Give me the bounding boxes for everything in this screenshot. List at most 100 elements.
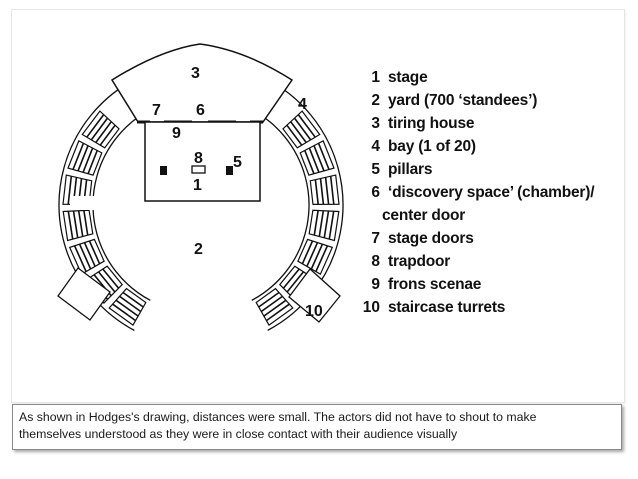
legend-item-4: 4 bay (1 of 20) xyxy=(358,135,628,158)
bench-row xyxy=(82,147,94,173)
bench-row xyxy=(318,210,325,237)
legend-item-3: 3 tiring house xyxy=(358,112,628,135)
legend-text: frons scenae xyxy=(388,276,482,293)
bench-row xyxy=(323,210,330,238)
bench-row xyxy=(99,124,116,146)
bench-row xyxy=(314,179,319,205)
label-6: 6 xyxy=(196,102,205,119)
bench-row xyxy=(95,121,112,143)
legend-number: 10 xyxy=(362,299,380,316)
bench-row xyxy=(77,210,84,237)
gallery-bay xyxy=(299,140,335,176)
caption-box: As shown in Hodges's drawing, distances … xyxy=(12,404,622,450)
legend-item-8: 8 trapdoor xyxy=(358,250,628,273)
legend-number: 6 xyxy=(371,184,380,201)
legend-number: 3 xyxy=(371,115,380,132)
legend-item-1: 1 stage xyxy=(358,66,628,89)
legend-text: ‘discovery space’ (chamber)/ xyxy=(388,184,595,201)
legend-text: yard (700 ‘standees’) xyxy=(388,92,538,109)
bench-row xyxy=(265,303,290,322)
bench-row xyxy=(313,210,319,236)
bench-row xyxy=(319,178,325,205)
turret-right xyxy=(288,268,341,323)
legend: 1 stage 2 yard (700 ‘standees’) 3 tiring… xyxy=(358,66,628,319)
legend-item-2: 2 yard (700 ‘standees’) xyxy=(358,89,628,112)
pillar-right xyxy=(226,166,233,175)
bench-row xyxy=(286,271,305,293)
bench-row xyxy=(87,150,98,174)
bench-row xyxy=(86,114,105,138)
legend-number: 5 xyxy=(371,161,380,178)
label-3: 3 xyxy=(191,65,200,82)
trapdoor xyxy=(191,165,206,174)
legend-text: staircase turrets xyxy=(388,299,506,316)
gallery-bay xyxy=(67,140,103,176)
label-10: 10 xyxy=(305,303,323,320)
legend-number: 9 xyxy=(371,276,380,293)
label-8: 8 xyxy=(194,150,203,167)
stage xyxy=(144,121,261,202)
bench-row xyxy=(324,177,330,205)
bench-row xyxy=(67,211,74,240)
bench-row xyxy=(260,295,283,313)
legend-text: pillars xyxy=(388,161,433,178)
bench-row xyxy=(301,240,314,265)
bench-row xyxy=(73,245,87,272)
label-5: 5 xyxy=(233,154,242,171)
bench-row xyxy=(115,299,139,317)
bench-row xyxy=(306,242,319,267)
bench-row xyxy=(97,271,116,293)
bench-row xyxy=(119,295,142,313)
gallery-bay xyxy=(309,174,340,206)
caption-line-2: themselves understood as they were in cl… xyxy=(19,427,458,441)
bench-row xyxy=(72,210,79,238)
bench-row xyxy=(313,145,325,172)
bench-row xyxy=(310,243,324,270)
legend-text: stage xyxy=(388,69,428,86)
label-4: 4 xyxy=(298,96,307,113)
legend-item-5: 5 pillars xyxy=(358,158,628,181)
legend-item-9: 9 frons scenae xyxy=(358,273,628,296)
legend-number: 2 xyxy=(371,92,380,109)
bench-row xyxy=(315,245,329,272)
legend-number: 8 xyxy=(371,253,380,270)
bench-row xyxy=(329,176,335,205)
legend-item-6-continuation: center door xyxy=(382,207,466,224)
bench-row xyxy=(78,243,92,270)
bench-row xyxy=(286,124,303,146)
bench-row xyxy=(293,117,312,141)
legend-text: bay (1 of 20) xyxy=(388,138,476,155)
bench-row xyxy=(304,150,315,174)
bench-row xyxy=(263,299,287,317)
bench-row xyxy=(297,114,316,138)
bench-row xyxy=(67,176,73,205)
bench-row xyxy=(122,291,144,308)
bench-row xyxy=(328,211,335,240)
label-7: 7 xyxy=(152,102,161,119)
legend-item-7: 7 stage doors xyxy=(358,227,628,250)
label-1: 1 xyxy=(193,177,202,194)
entrance-gap xyxy=(70,196,130,210)
turret-left xyxy=(57,267,111,321)
legend-item-10: 10 staircase turrets xyxy=(358,296,628,319)
bench-row xyxy=(72,143,85,170)
bench-row xyxy=(282,268,300,289)
staircase-turrets xyxy=(57,267,341,323)
bench-row xyxy=(308,147,320,173)
bench-row xyxy=(90,117,109,141)
bench-row xyxy=(83,210,89,236)
tiring-house xyxy=(110,43,294,123)
label-2: 2 xyxy=(194,241,203,258)
bench-row xyxy=(102,268,120,289)
legend-number: 1 xyxy=(371,69,380,86)
bench-row xyxy=(112,303,137,322)
pillar-left xyxy=(160,166,167,175)
bench-row xyxy=(290,121,307,143)
legend-number: 4 xyxy=(371,138,380,155)
bench-row xyxy=(77,145,89,172)
legend-text: tiring house xyxy=(388,115,475,132)
bench-row xyxy=(317,143,330,170)
caption-line-1: As shown in Hodges's drawing, distances … xyxy=(19,410,537,424)
label-9: 9 xyxy=(172,125,181,142)
